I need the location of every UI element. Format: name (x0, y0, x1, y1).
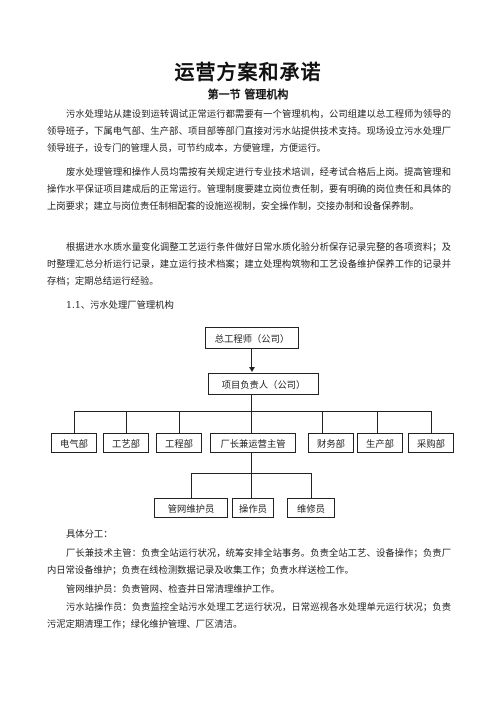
paragraph-2: 废水处理管理和操作人员均需按有关规定进行专业技术培训，经考试合格后上岗。提高管理… (47, 167, 451, 212)
duty-item: 厂长兼技术主管：负责全站运行状况，统筹安排全站事务。负责全站工艺、设备操作；负责… (47, 548, 451, 576)
duty-item: 管网维护员：负责管网、检查井日常清理维护工作。 (66, 584, 280, 595)
org-box-chief-engineer: 总工程师（公司） (205, 327, 299, 349)
org-box-department: 工艺部 (103, 433, 149, 453)
connector-line (191, 473, 192, 498)
connector-line (311, 473, 312, 498)
org-box-department: 生产部 (357, 433, 403, 453)
subheading-org: 1.1、污水处理厂管理机构 (66, 300, 174, 311)
paragraph-3: 根据进水水质水量变化调整工艺运行条件做好日常水质化验分析保存记录完整的各项资料；… (47, 242, 451, 287)
connector-line (251, 395, 252, 411)
org-box-department: 采购部 (408, 433, 454, 453)
org-box-department: 财务部 (308, 433, 354, 453)
connector-line (74, 411, 75, 433)
org-box-staff: 管网维护员 (154, 498, 228, 518)
connector-line (251, 473, 252, 498)
duties-heading: 具体分工： (66, 529, 113, 540)
arrow-down-icon (249, 367, 255, 372)
org-box-department: 电气部 (51, 433, 97, 453)
connector-line (179, 411, 180, 433)
org-box-project-manager: 项目负责人（公司） (208, 373, 319, 395)
org-box-staff: 操作员 (232, 498, 274, 518)
connector-line (431, 411, 432, 433)
duty-item: 污水站操作员：负责监控全站污水处理工艺运行状况，日常巡视各水处理单元运行状况；负… (47, 602, 451, 630)
document-title: 运营方案和承诺 (174, 60, 322, 84)
connector-line (322, 411, 323, 433)
connector-line (251, 411, 252, 433)
org-box-department: 工程部 (156, 433, 202, 453)
org-box-staff: 维修员 (287, 498, 335, 518)
connector-line (251, 453, 252, 473)
connector-line (74, 411, 431, 412)
org-box-plant-director: 厂长兼运营主管 (210, 433, 296, 453)
section-heading: 第一节 管理机构 (207, 88, 289, 101)
paragraph-1: 污水处理站从建设到运转调试正常运行都需要有一个管理机构，公司组建以总工程师为领导… (47, 109, 451, 154)
connector-line (377, 411, 378, 433)
connector-line (251, 349, 252, 369)
connector-line (126, 411, 127, 433)
